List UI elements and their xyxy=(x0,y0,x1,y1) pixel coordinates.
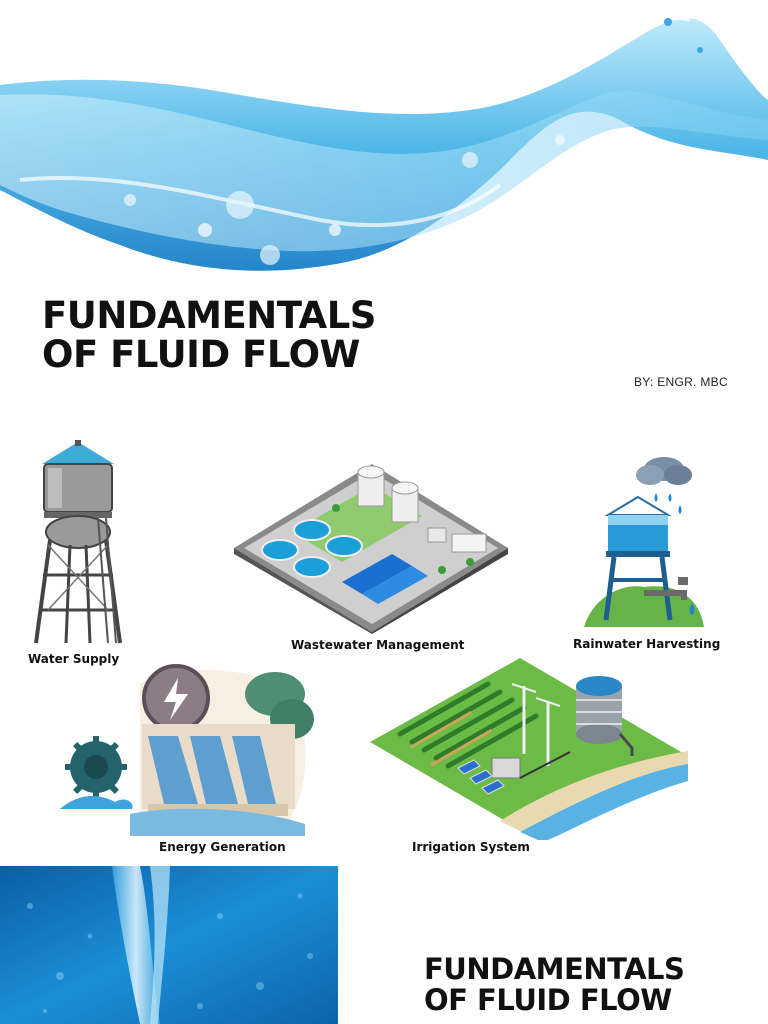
water-splash-banner xyxy=(0,0,768,285)
author-byline: BY: ENGR. MBC xyxy=(634,375,728,389)
irrigation-field-icon xyxy=(370,656,688,841)
water-tower-icon xyxy=(28,440,128,645)
cover-title: FUNDAMENTALS OF FLUID FLOW xyxy=(42,294,376,377)
label-water-supply: Water Supply xyxy=(28,652,120,666)
hydro-dam-icon xyxy=(60,664,315,836)
footer-title: FUNDAMENTALS OF FLUID FLOW xyxy=(424,952,685,1017)
label-irrigation-system: Irrigation System xyxy=(412,840,530,854)
label-wastewater-management: Wastewater Management xyxy=(291,638,465,652)
footer-title-line1: FUNDAMENTALS xyxy=(424,952,685,986)
rain-tank-icon xyxy=(584,455,704,630)
cover-title-line2: OF FLUID FLOW xyxy=(42,333,360,377)
treatment-plant-icon xyxy=(232,462,510,634)
cover-title-line1: FUNDAMENTALS xyxy=(42,294,376,337)
footer-title-line2: OF FLUID FLOW xyxy=(424,982,672,1017)
label-energy-generation: Energy Generation xyxy=(159,840,286,854)
water-stream-photo xyxy=(0,866,338,1024)
label-rainwater-harvesting: Rainwater Harvesting xyxy=(573,637,721,651)
